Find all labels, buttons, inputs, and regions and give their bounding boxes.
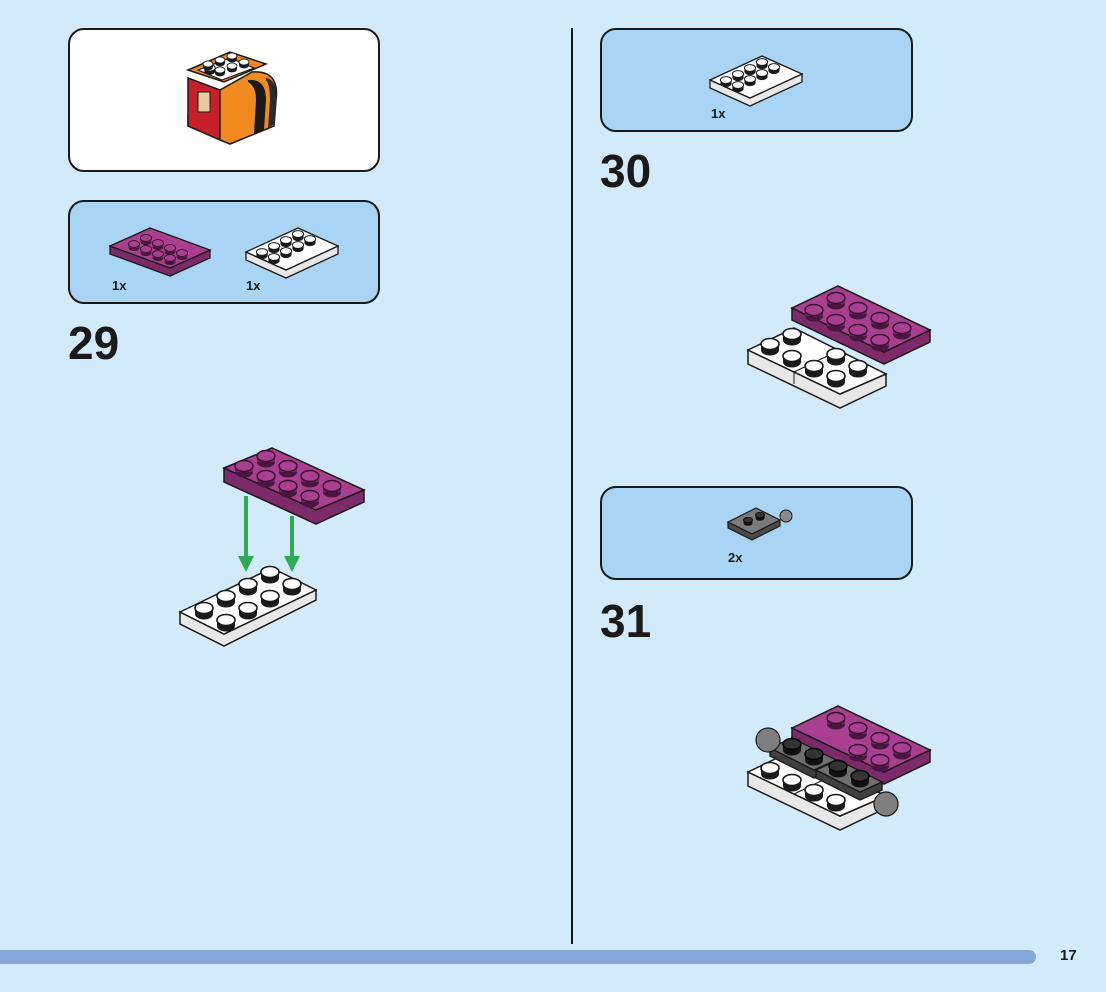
page-number: 17 (1060, 947, 1077, 964)
white-plate-part-icon (244, 227, 340, 279)
step-30-parts-panel: 1x (600, 28, 913, 132)
gray-ball-plate-part-icon (726, 507, 793, 541)
white-plate-part-icon (708, 55, 804, 107)
part-qty-label: 2x (728, 550, 743, 565)
step-31-assembly-image (746, 705, 932, 831)
model-preview-panel (68, 28, 380, 172)
purple-plate-part-icon (108, 227, 212, 277)
part-qty-label: 1x (112, 278, 127, 293)
column-divider (571, 28, 573, 944)
placement-arrow (284, 516, 300, 572)
step-30-assembly-image (746, 285, 932, 409)
gray-ball-plate (814, 759, 899, 817)
step-number: 30 (600, 145, 652, 197)
step-number: 29 (68, 317, 120, 369)
step-29-assembly-image (178, 447, 366, 647)
orange-model-image (185, 51, 278, 145)
step-29-parts-panel: 1x 1x (68, 200, 380, 304)
part-qty-label: 1x (711, 106, 726, 121)
step-31-parts-panel: 2x (600, 486, 913, 580)
part-qty-label: 1x (246, 278, 261, 293)
step-number: 31 (600, 595, 652, 647)
footer-bar (0, 950, 1036, 964)
placement-arrow (238, 496, 254, 572)
